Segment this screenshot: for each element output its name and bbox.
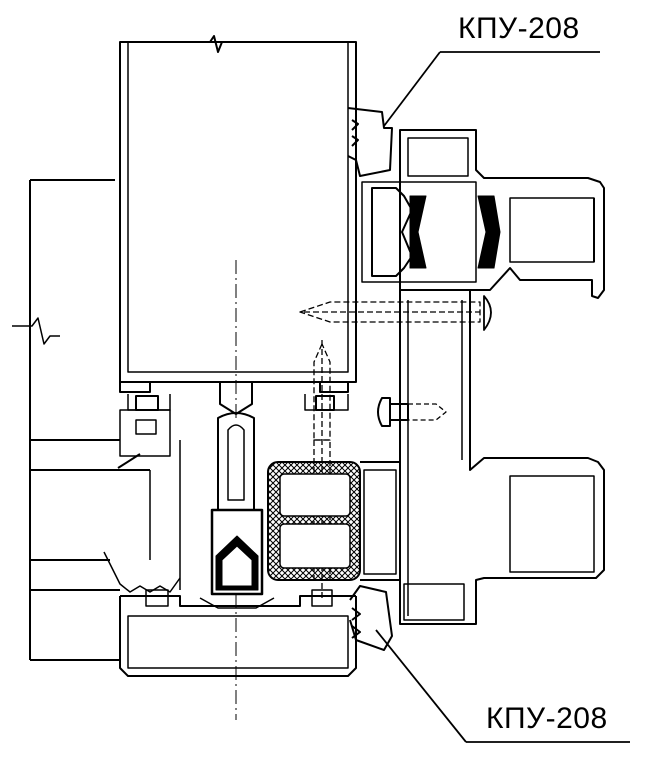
bottom-gasket bbox=[349, 585, 393, 651]
bottom-profile bbox=[119, 589, 357, 720]
callout-label-top: КПУ-208 bbox=[458, 12, 580, 45]
thermal-insulator bbox=[267, 461, 361, 581]
mullion-profile bbox=[119, 41, 357, 420]
leader-lines bbox=[375, 51, 630, 743]
break-symbol-left bbox=[12, 317, 60, 345]
top-gasket bbox=[347, 107, 393, 177]
glazing-insert bbox=[210, 412, 264, 596]
screw-horizontal bbox=[299, 301, 481, 323]
screw-head-right bbox=[483, 295, 492, 331]
wall-section bbox=[12, 179, 181, 661]
frame-profile-upper bbox=[361, 129, 605, 299]
screw-small bbox=[377, 397, 447, 427]
top-break bbox=[120, 35, 356, 53]
frame-vertical bbox=[360, 290, 605, 625]
callout-label-bottom: КПУ-208 bbox=[486, 702, 608, 735]
glazing-bead-left bbox=[103, 409, 181, 593]
